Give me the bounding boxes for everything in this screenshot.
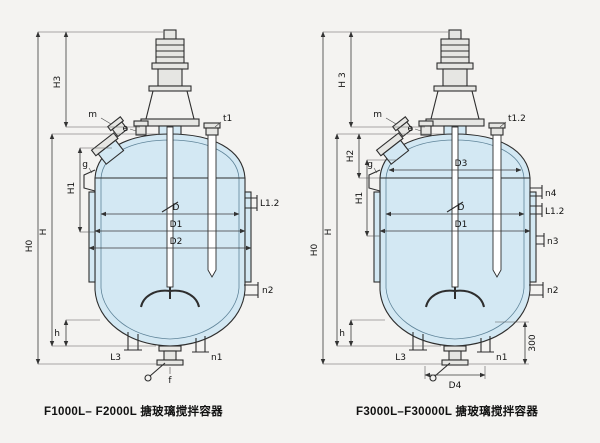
nozzle-n2 bbox=[529, 282, 544, 298]
dimensions-diameter: D D1 D2 bbox=[88, 203, 252, 251]
nozzle-labels: m e g t1.2 n4 L1.2 n3 n2 n1 L3 bbox=[367, 110, 564, 363]
nozzle-label-n1: n1 bbox=[211, 353, 222, 363]
nozzle-e bbox=[418, 120, 434, 136]
dim-label-H: H bbox=[39, 229, 49, 236]
dip-tube bbox=[203, 122, 221, 278]
dim-label-H1: H1 bbox=[355, 192, 365, 205]
agitator bbox=[140, 126, 200, 308]
nozzle-n2 bbox=[244, 282, 259, 298]
nozzle-label-g: g bbox=[82, 160, 88, 170]
nozzle-L3 bbox=[409, 332, 427, 351]
manhole bbox=[375, 132, 410, 165]
nozzle-label-g: g bbox=[367, 160, 373, 170]
nozzle-label-L12: L1.2 bbox=[545, 207, 564, 217]
dim-label-D1: D1 bbox=[455, 220, 468, 230]
nozzle-label-t1: t1 bbox=[223, 114, 232, 124]
dim-label-H2: H2 bbox=[346, 150, 356, 163]
nozzle-n1 bbox=[192, 336, 209, 353]
nozzle-label-e: e bbox=[122, 124, 128, 134]
nozzle-m bbox=[391, 116, 414, 138]
vessel-figure-left: H0 H H3 H1 h D D1 D2 bbox=[25, 29, 279, 386]
manhole bbox=[90, 132, 125, 165]
agitator bbox=[425, 126, 485, 308]
nozzle-label-L3: L3 bbox=[395, 353, 406, 363]
bracket-g bbox=[368, 169, 381, 192]
nozzle-n4 bbox=[530, 185, 543, 199]
motor-assembly bbox=[140, 29, 200, 136]
nozzle-label-t12: t1.2 bbox=[508, 114, 526, 124]
nozzle-label-L12: L1.2 bbox=[260, 199, 279, 209]
dim-label-H1: H1 bbox=[67, 182, 77, 195]
dim-label-h: h bbox=[54, 329, 60, 339]
bracket-g bbox=[83, 169, 96, 192]
nozzle-labels: m e g t1 L1.2 n2 n1 L3 f bbox=[82, 110, 279, 386]
dim-label-D4: D4 bbox=[449, 381, 462, 391]
reactor-drawings: H0 H H3 H1 h D D1 D2 bbox=[25, 29, 564, 391]
jacket-right bbox=[244, 191, 252, 283]
caption-right: F3000L–F30000L 搪玻璃搅拌容器 bbox=[356, 406, 539, 418]
nozzle-label-n1: n1 bbox=[496, 353, 507, 363]
nozzle-n3 bbox=[536, 233, 545, 247]
bottom-outlet bbox=[429, 345, 469, 382]
dim-label-H0: H0 bbox=[310, 243, 320, 256]
dim-label-300: 300 bbox=[528, 334, 538, 351]
dim-label-h: h bbox=[339, 329, 345, 339]
motor-assembly bbox=[425, 29, 485, 136]
nozzle-label-n2: n2 bbox=[547, 286, 558, 296]
dim-label-H0: H0 bbox=[25, 239, 35, 252]
dimensions-vertical: H0 H H3 H1 h bbox=[25, 31, 163, 365]
nozzle-label-m: m bbox=[373, 110, 382, 120]
nozzle-label-f: f bbox=[168, 376, 172, 386]
bottom-outlet bbox=[144, 345, 184, 382]
nozzle-L1-2 bbox=[530, 203, 543, 217]
jacket-right bbox=[529, 191, 537, 283]
nozzle-n1 bbox=[477, 336, 494, 353]
dim-label-H3: H3 bbox=[53, 76, 63, 89]
jacket-left bbox=[373, 191, 381, 283]
dim-label-H: H bbox=[324, 229, 334, 236]
dim-label-D2: D2 bbox=[170, 237, 183, 247]
nozzle-label-m: m bbox=[88, 110, 97, 120]
nozzle-label-n3: n3 bbox=[547, 237, 558, 247]
nozzle-label-n4: n4 bbox=[545, 189, 557, 199]
dimensions-vertical: H0 H H 3 H2 H1 h 300 bbox=[310, 31, 538, 365]
dimensions-diameter: D3 D D1 D4 bbox=[379, 159, 531, 391]
nozzle-L1-2 bbox=[245, 195, 258, 211]
dim-label-D: D bbox=[173, 203, 180, 213]
caption-left: F1000L– F2000L 搪玻璃搅拌容器 bbox=[44, 406, 223, 418]
nozzle-L3 bbox=[124, 332, 142, 351]
nozzle-e bbox=[133, 120, 149, 136]
jacket-left bbox=[88, 191, 96, 283]
nozzle-label-n2: n2 bbox=[262, 286, 273, 296]
nozzle-label-e: e bbox=[407, 124, 413, 134]
vessel-figure-right: H0 H H 3 H2 H1 h 300 D3 bbox=[310, 29, 564, 391]
nozzle-label-L3: L3 bbox=[110, 353, 121, 363]
dim-label-H3: H 3 bbox=[338, 72, 348, 87]
dim-label-D3: D3 bbox=[455, 159, 468, 169]
dim-label-D: D bbox=[458, 203, 465, 213]
dim-label-D1: D1 bbox=[170, 220, 183, 230]
